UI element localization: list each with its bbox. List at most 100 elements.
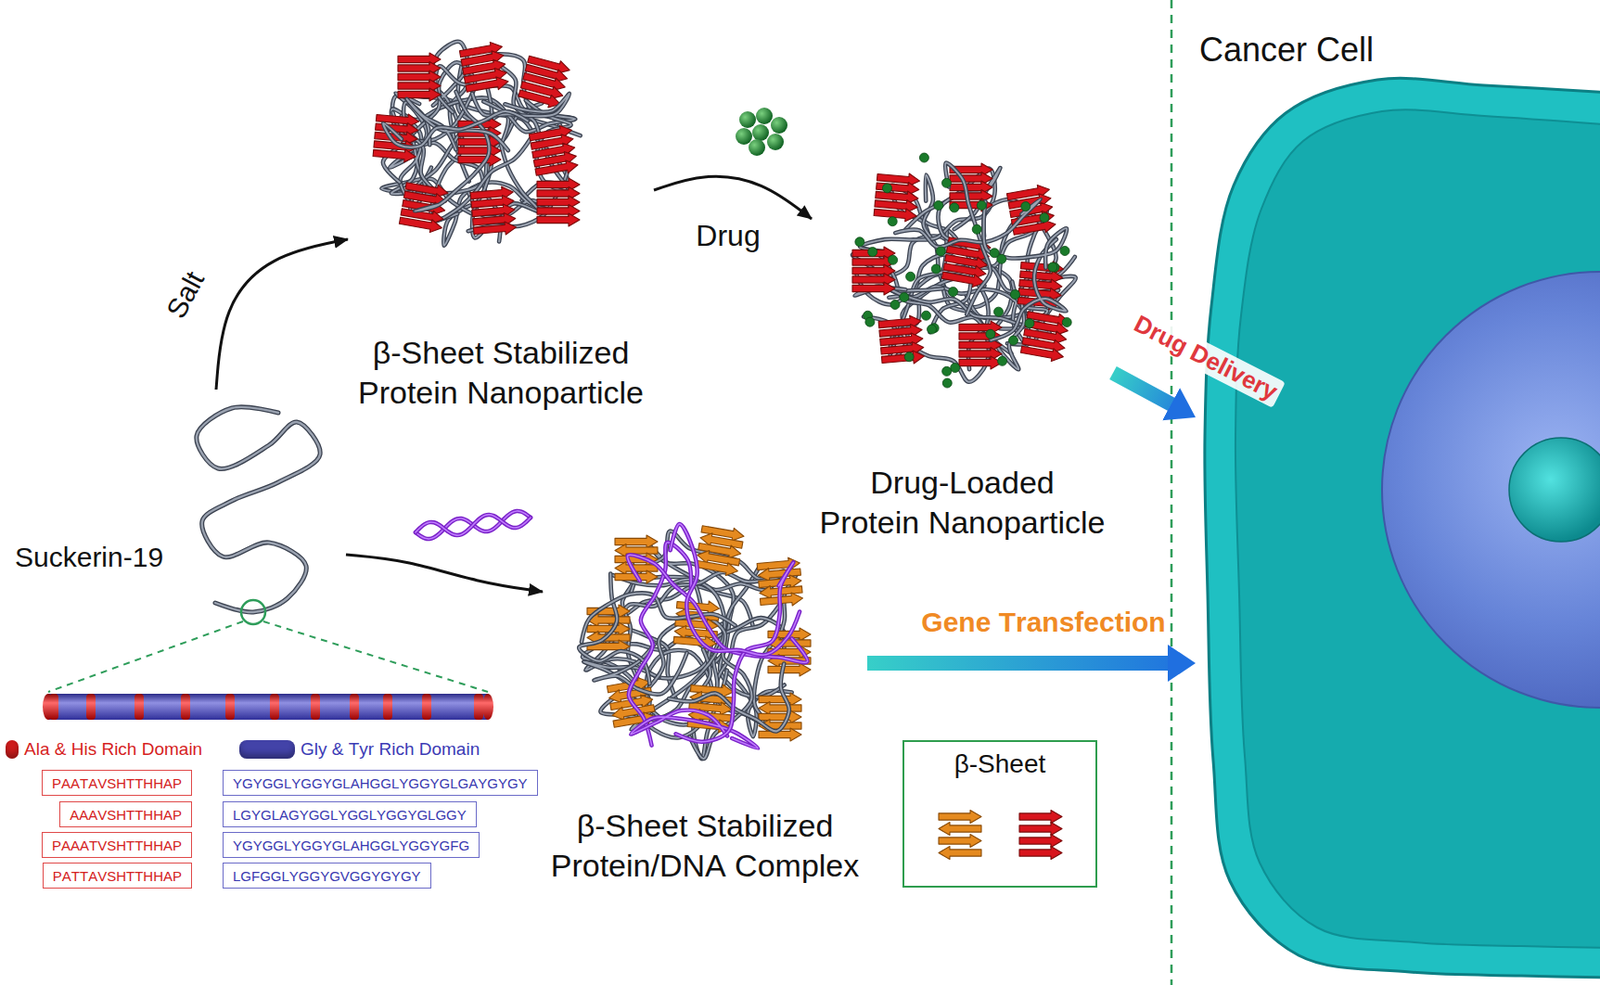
sequence-box: LGYGLAGYGGLYGGLYGGYGLGGY <box>222 801 477 828</box>
sequence-box: PATTAVSHTTHHAP <box>42 862 192 889</box>
protein-nanoparticle <box>852 153 1076 388</box>
drug-molecule <box>927 324 937 334</box>
protein-coil <box>895 199 1040 248</box>
edge-label: Salt <box>159 266 212 325</box>
beta-sheet <box>1019 810 1063 860</box>
transfer-arrow <box>1113 372 1172 405</box>
legend-text: Gly & Tyr Rich Domain <box>300 739 480 761</box>
beta-sheet <box>959 320 1002 370</box>
beta-strand <box>881 349 925 367</box>
protein-coil <box>196 407 320 613</box>
beta-strand <box>1020 343 1065 364</box>
sequence-box: YGYGGLYGGYGLAHGGLYGGYGFG <box>222 832 480 858</box>
beta-strand <box>852 281 896 295</box>
protein-coil <box>990 239 1066 341</box>
process-arrow <box>216 239 348 390</box>
protein-nanoparticle <box>372 39 581 245</box>
drug-molecule <box>972 224 982 234</box>
drug-molecule <box>887 217 897 227</box>
ala-his-domain <box>482 693 494 720</box>
drug-molecule <box>890 300 900 310</box>
sequence: PATTAVSHTTHHAP <box>52 869 182 884</box>
beta-sheet <box>397 52 441 102</box>
sequence-box: YGYGGLYGGYGLAHGGLYGGYGLGAYGYGY <box>222 769 538 796</box>
drug-molecule <box>1021 202 1031 212</box>
beta-sheet <box>528 123 579 179</box>
drug-molecule <box>899 293 909 303</box>
drug-molecule <box>950 363 960 373</box>
process-arrow <box>653 176 812 219</box>
beta-strand <box>473 220 517 238</box>
drug-molecule <box>868 247 878 257</box>
drug-molecule <box>735 128 753 145</box>
drug-molecule <box>1060 246 1070 256</box>
protein-coil <box>383 111 528 148</box>
transfer-arrow <box>867 655 1169 671</box>
beta-strand <box>938 846 982 860</box>
beta-strand <box>938 810 982 824</box>
ala-his-domain <box>269 693 280 720</box>
drug-molecule <box>948 287 959 297</box>
gly-tyr-domain <box>48 693 488 720</box>
dna-strand <box>415 514 531 536</box>
sequence: PAATAVSHTTHHAP <box>51 776 182 791</box>
drug-molecule <box>888 255 898 265</box>
protein-coil <box>472 93 570 117</box>
beta-strand <box>768 663 811 677</box>
legend-swatch <box>239 740 295 759</box>
beta-sheet <box>1020 307 1071 363</box>
legend-text: Ala & His Rich Domain <box>24 739 203 761</box>
nanoparticle: β-Sheet Stabilized Protein Nanoparticle <box>347 7 654 416</box>
edge-label: Drug <box>695 217 760 254</box>
dna-strand <box>628 542 692 746</box>
nanoparticle-label: β-Sheet Stabilized Protein/DNA Complex <box>547 806 863 885</box>
sequence-box: AAAVSHTTHHAP <box>59 801 192 828</box>
domain-bar <box>42 693 494 720</box>
sequence-box: PAAATVSHTTHHAP <box>41 832 192 858</box>
beta-sheet-key: β-Sheet <box>902 740 1098 888</box>
drug-molecule <box>855 237 865 247</box>
nanoparticle: β-Sheet Stabilized Protein/DNA Complex <box>542 468 868 889</box>
ala-his-domain <box>422 693 432 720</box>
divider-line <box>1170 0 1174 985</box>
drug-molecule <box>942 378 952 388</box>
zoom-line <box>263 621 488 692</box>
drug-molecule <box>976 200 986 210</box>
drug-molecule <box>934 200 944 210</box>
dna-illustration <box>415 511 531 539</box>
ala-his-domain <box>42 693 54 720</box>
beta-strand <box>398 214 444 235</box>
cancer-cell: Cancer Cell <box>1195 18 1600 984</box>
ala-his-domain <box>310 693 320 720</box>
nanoparticle-label: Drug-Loaded Protein Nanoparticle <box>818 462 1108 542</box>
edge-label: Drug Delivery <box>1126 307 1286 409</box>
beta-sheet <box>694 522 745 577</box>
drug-molecule <box>985 329 996 339</box>
nucleus <box>1382 271 1600 708</box>
drug-molecule <box>921 310 931 320</box>
ala-his-domain <box>225 693 235 720</box>
drug-molecule <box>1009 335 1019 346</box>
beta-strand <box>938 834 982 848</box>
beta-sheet <box>459 39 510 95</box>
ala-his-domain <box>383 693 393 720</box>
drug-molecule <box>1048 262 1058 272</box>
beta-sheet <box>372 111 420 164</box>
protein-coil <box>649 615 752 759</box>
drug-molecule <box>994 307 1004 317</box>
sequence: AAAVSHTTHHAP <box>69 807 182 822</box>
drug-molecule <box>748 139 766 156</box>
key-title: β-Sheet <box>954 747 1047 781</box>
drug-molecule <box>865 317 875 327</box>
legend-item: Gly & Tyr Rich Domain <box>239 739 480 761</box>
dna-strand <box>415 511 531 539</box>
drug-molecule <box>942 366 952 376</box>
dna-strand <box>670 524 800 655</box>
drug-molecule <box>770 116 788 134</box>
drug-molecule <box>935 246 946 256</box>
ala-his-domain <box>473 693 484 720</box>
beta-sheet <box>470 185 517 238</box>
